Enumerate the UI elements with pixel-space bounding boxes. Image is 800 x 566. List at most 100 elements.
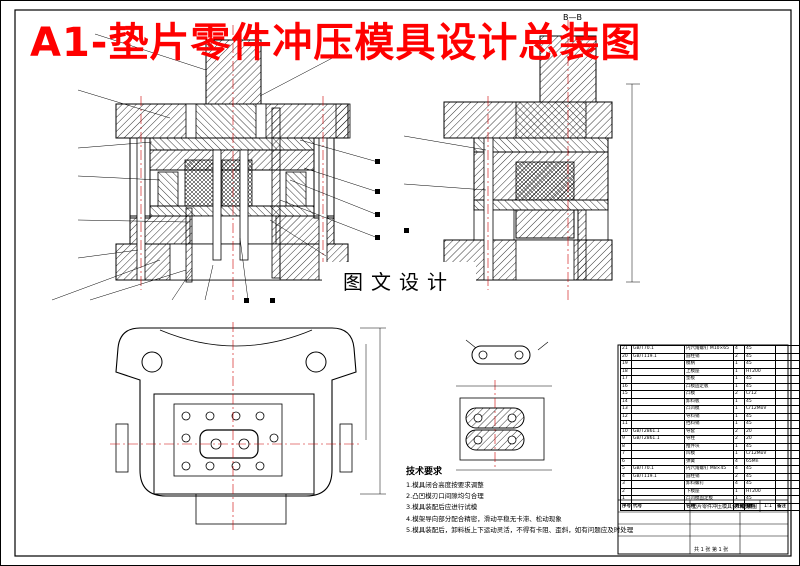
bom-cell bbox=[631, 360, 685, 369]
bom-cell: 内六角螺钉 M8×45 bbox=[684, 465, 734, 474]
bom-cell: 15 bbox=[620, 390, 632, 399]
bom-cell: 13 bbox=[620, 405, 632, 414]
bom-cell: 45 bbox=[744, 375, 776, 384]
bom-cell: 内六角螺钉 M10×65 bbox=[684, 345, 734, 354]
bom-cell: 4 bbox=[620, 472, 632, 481]
bom-cell: 14 bbox=[620, 397, 632, 406]
bom-cell: 45 bbox=[744, 472, 776, 481]
bom-cell: 圆柱销 bbox=[684, 472, 734, 481]
bom-cell bbox=[775, 487, 800, 496]
bom-cell bbox=[775, 352, 800, 361]
bom-cell: 45 bbox=[744, 360, 776, 369]
bom-cell bbox=[631, 495, 685, 504]
bom-cell: 2 bbox=[733, 390, 745, 399]
bom-cell: 21 bbox=[620, 345, 632, 354]
bom-cell: 1 bbox=[733, 397, 745, 406]
bom-cell: Cr12 bbox=[744, 390, 776, 399]
title-block-scale-label: 比例 bbox=[742, 504, 753, 510]
bom-cell: 凸凹模固定板 bbox=[684, 495, 734, 504]
bom-cell: 垫板 bbox=[684, 375, 734, 384]
bom-cell bbox=[775, 427, 800, 436]
bom-cell: 凸模 bbox=[684, 390, 734, 399]
watermark: 图文设计 bbox=[322, 262, 476, 302]
bom-cell: 1 bbox=[733, 450, 745, 459]
section-label: B—B bbox=[563, 13, 582, 22]
bom-cell: 2 bbox=[733, 427, 745, 436]
bom-cell: 65Mn bbox=[744, 457, 776, 466]
bom-cell: 17 bbox=[620, 375, 632, 384]
bom-cell: 20 bbox=[744, 427, 776, 436]
bom-cell: 推件块 bbox=[684, 442, 734, 451]
bom-cell: 10 bbox=[620, 427, 632, 436]
side-section-view bbox=[403, 20, 640, 300]
bom-cell: 圆柱销 bbox=[684, 352, 734, 361]
bom-cell: 1 bbox=[733, 412, 745, 421]
bom-cell bbox=[775, 360, 800, 369]
bom-cell bbox=[775, 435, 800, 444]
bom-cell: 45 bbox=[744, 420, 776, 429]
bom-cell bbox=[631, 405, 685, 414]
bom-cell bbox=[631, 382, 685, 391]
bom-cell bbox=[775, 442, 800, 451]
bom-cell: 4 bbox=[733, 465, 745, 474]
bom-cell: 11 bbox=[620, 420, 632, 429]
bom-cell bbox=[775, 450, 800, 459]
bom-cell: Cr12MoV bbox=[744, 450, 776, 459]
bom-cell: Cr12MoV bbox=[744, 405, 776, 414]
bom-cell: 4 bbox=[733, 480, 745, 489]
bom-cell: GB/T70.1 bbox=[631, 465, 685, 474]
title-block-sheet: 共 1 张 第 1 张 bbox=[694, 547, 729, 553]
note-item: 3.模具装配后应进行试模 bbox=[406, 503, 478, 512]
bom-cell: 18 bbox=[620, 367, 632, 376]
bom-cell: 5 bbox=[620, 465, 632, 474]
bom-cell: GB/T119.1 bbox=[631, 352, 685, 361]
bom-cell: 备注 bbox=[775, 502, 800, 511]
bom-cell bbox=[775, 397, 800, 406]
bom-cell: 弹簧 bbox=[684, 457, 734, 466]
bom-cell: 模柄 bbox=[684, 360, 734, 369]
bom-cell: 1 bbox=[733, 442, 745, 451]
bom-cell bbox=[631, 487, 685, 496]
bom-cell: 45 bbox=[744, 397, 776, 406]
bom-cell: 1 bbox=[733, 375, 745, 384]
bom-cell: 45 bbox=[744, 412, 776, 421]
bom-cell bbox=[631, 390, 685, 399]
bom-cell bbox=[775, 420, 800, 429]
bom-cell: 19 bbox=[620, 360, 632, 369]
inner-frame bbox=[14, 9, 792, 557]
bom-cell: 卸料螺钉 bbox=[684, 480, 734, 489]
bom-cell: 1 bbox=[733, 495, 745, 504]
bom-cell: HT200 bbox=[744, 487, 776, 496]
bom-cell: 2 bbox=[620, 487, 632, 496]
bom-cell: 1 bbox=[733, 360, 745, 369]
bom-cell: 凸凹模 bbox=[684, 405, 734, 414]
note-item: 5.模具装配后，卸料板上下运动灵活，不得有卡阻、歪斜，如有问题应及时处理 bbox=[406, 525, 634, 534]
bom-cell: GB/T70.1 bbox=[631, 345, 685, 354]
bom-cell: 45 bbox=[744, 382, 776, 391]
bom-cell bbox=[631, 457, 685, 466]
bom-cell bbox=[775, 405, 800, 414]
bom-cell bbox=[631, 450, 685, 459]
bom-cell: 卸料板 bbox=[684, 397, 734, 406]
bom-cell: 1 bbox=[733, 367, 745, 376]
bom-cell: 凸模固定板 bbox=[684, 382, 734, 391]
bom-cell: 下模座 bbox=[684, 487, 734, 496]
bom-cell: 9 bbox=[620, 435, 632, 444]
note-item: 1.模具闭合高度按要求调整 bbox=[406, 481, 484, 489]
bom-cell: HT200 bbox=[744, 367, 776, 376]
bom-cell: 45 bbox=[744, 465, 776, 474]
bom-cell bbox=[775, 375, 800, 384]
